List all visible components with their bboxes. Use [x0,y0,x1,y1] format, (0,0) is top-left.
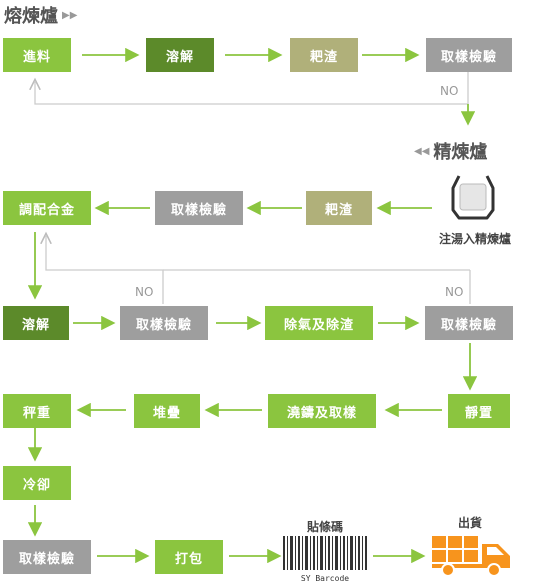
no-label: NO [445,285,464,299]
step-skim: 耙渣 [306,191,372,225]
step-feed: 進料 [3,38,71,72]
ship-label: 出貨 [457,516,482,530]
step-weigh: 秤重 [3,394,71,428]
melting-furnace-title-text: 熔煉爐 [4,6,58,27]
step-rest: 靜置 [448,394,510,428]
step-melt: 溶解 [146,38,214,72]
play-icon: ▶▶ [62,9,78,21]
step-pack: 打包 [155,540,223,574]
no-label: NO [440,84,459,98]
barcode-text: SY Barcode [300,574,350,583]
step-sample-test: 取樣檢驗 [426,38,512,72]
step-sample-test: 取樣檢驗 [120,306,208,340]
melting-furnace-title: 熔煉爐 ▶▶ [4,2,77,28]
rewind-icon: ◀◀ [414,145,430,157]
step-sample-test: 取樣檢驗 [155,191,243,225]
step-sample-test: 取樣檢驗 [3,540,91,574]
truck-icon [432,532,512,578]
barcode-title: 貼條碼 [306,520,343,534]
step-cool: 冷卻 [3,466,71,500]
furnace-icon [447,172,499,222]
pour-label: 注湯入精煉爐 [438,232,511,246]
barcode-icon: SY Barcode [283,536,367,583]
step-stack: 堆疊 [134,394,200,428]
refining-furnace-title: ◀◀ 精煉爐 [414,138,487,164]
refining-furnace-title-text: 精煉爐 [433,142,488,163]
step-skim: 耙渣 [290,38,358,72]
step-degas-deslag: 除氣及除渣 [265,306,373,340]
step-sample-test: 取樣檢驗 [425,306,513,340]
no-label: NO [135,285,154,299]
step-alloy-mix: 調配合金 [3,191,91,225]
step-cast-sample: 澆鑄及取樣 [268,394,376,428]
step-melt: 溶解 [3,306,69,340]
